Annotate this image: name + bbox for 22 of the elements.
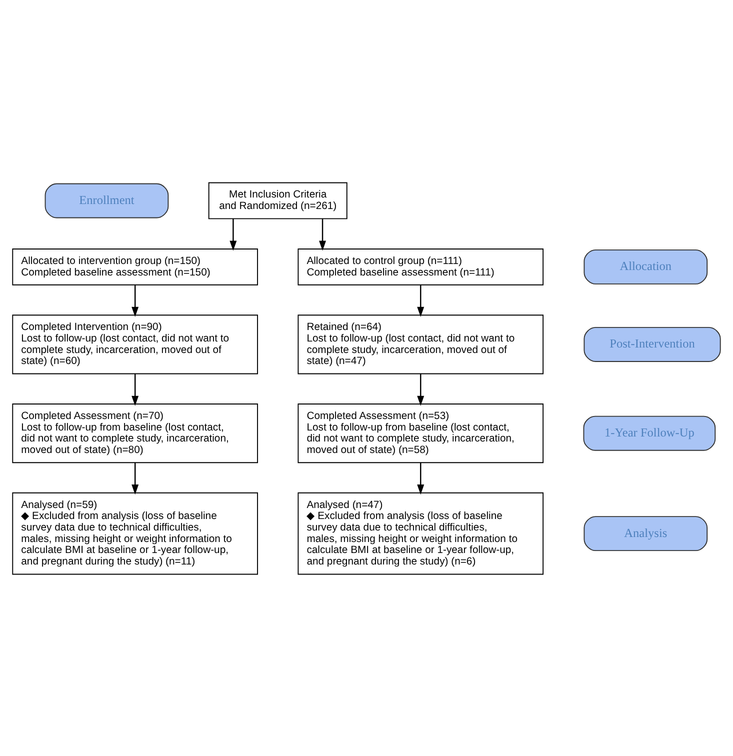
node-box: Analysed (n=47) ◆ Excluded from analysis (loss of baseline survey data due to technical difficulties, males, missing height or weight information to calculate BMI at baseline or 1-year follow-up, and pregnant during the study) (n=6) <box>298 492 544 574</box>
node-box: Met Inclusion Criteria and Randomized (n=261) <box>208 182 348 219</box>
node-box: 1-Year Follow-Up <box>583 415 716 450</box>
node-box: Analysis <box>584 516 708 551</box>
arrow <box>230 218 237 250</box>
node-box: Retained (n=64) Lost to follow-up (lost contact, did not want to complete study, incarceration, moved out of state) (n=47) <box>298 314 544 374</box>
arrow <box>319 218 326 250</box>
arrow <box>417 373 424 406</box>
node-box: Post-Intervention <box>584 326 721 362</box>
node-box: Analysed (n=59) ◆ Excluded from analysis (loss of baseline survey data due to technical difficulties, males, missing height or weight information to calculate BMI at baseline or 1-year follow-up, and pregnant during the study) (n=11) <box>12 492 258 574</box>
node-box: Completed Intervention (n=90) Lost to follow-up (lost contact, did not want to complete study, incarceration, moved out of state) (n=60) <box>12 314 258 374</box>
node-box: Completed Assessment (n=53) Lost to follow-up from baseline (lost contact, did not want to complete study, incarceration, moved out of state) (n=58) <box>298 403 544 463</box>
arrow <box>132 284 139 316</box>
node-box: Allocated to intervention group (n=150) Completed baseline assessment (n=150) <box>12 248 258 285</box>
node-box: Allocation <box>584 248 708 284</box>
arrow <box>417 284 424 316</box>
node-box: Enrollment <box>44 182 169 218</box>
arrow <box>132 462 139 494</box>
arrow <box>132 373 139 406</box>
node-box: Allocated to control group (n=111) Completed baseline assessment (n=111) <box>298 248 544 285</box>
node-box: Completed Assessment (n=70) Lost to follow-up from baseline (lost contact, did not want to complete study, incarceration, moved out of state) (n=80) <box>12 403 258 463</box>
arrow <box>417 462 424 494</box>
